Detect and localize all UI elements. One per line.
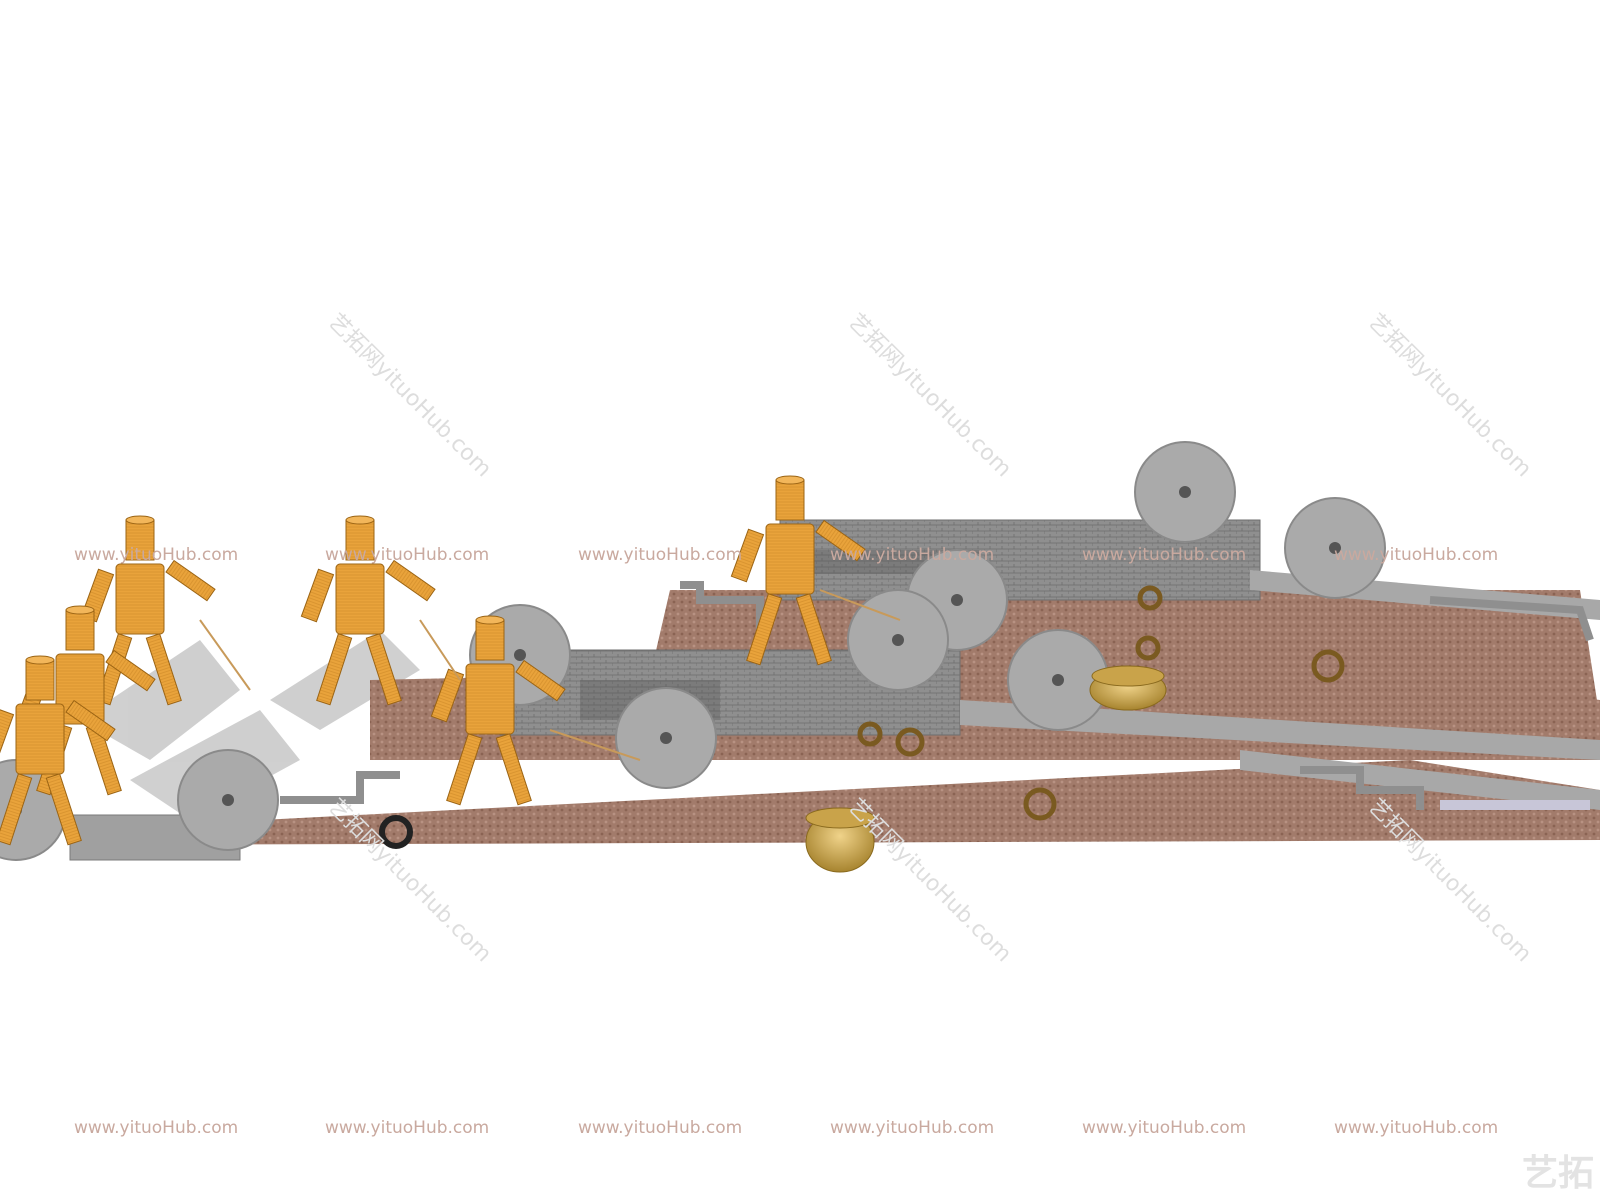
watermark-row-bottom: www.yituoHub.com www.yituoHub.com www.yi… (0, 1118, 1600, 1142)
watermark-row-top: www.yituoHub.com www.yituoHub.com www.yi… (0, 545, 1600, 569)
watermark-text: www.yituoHub.com (1082, 545, 1247, 565)
watermark-text: www.yituoHub.com (325, 545, 490, 565)
watermark-text: www.yituoHub.com (578, 1118, 743, 1138)
watermark-text: www.yituoHub.com (830, 1118, 995, 1138)
watermark-logo: 艺拓 (1521, 1153, 1594, 1194)
watermark-text: www.yituoHub.com (1082, 1118, 1247, 1138)
front-terrace (69, 750, 1600, 861)
watermark-text: www.yituoHub.com (1334, 1118, 1499, 1138)
watermark-text: www.yituoHub.com (830, 545, 995, 565)
ropes (199, 589, 901, 761)
stone-rings (379, 585, 1345, 849)
watermark-text: www.yituoHub.com (578, 545, 743, 565)
watermark-text: www.yituoHub.com (74, 545, 239, 565)
watermark-text: www.yituoHub.com (325, 1118, 490, 1138)
watermark-text: www.yituoHub.com (1334, 545, 1499, 565)
pots (805, 665, 1167, 873)
watermark-text: www.yituoHub.com (74, 1118, 239, 1138)
